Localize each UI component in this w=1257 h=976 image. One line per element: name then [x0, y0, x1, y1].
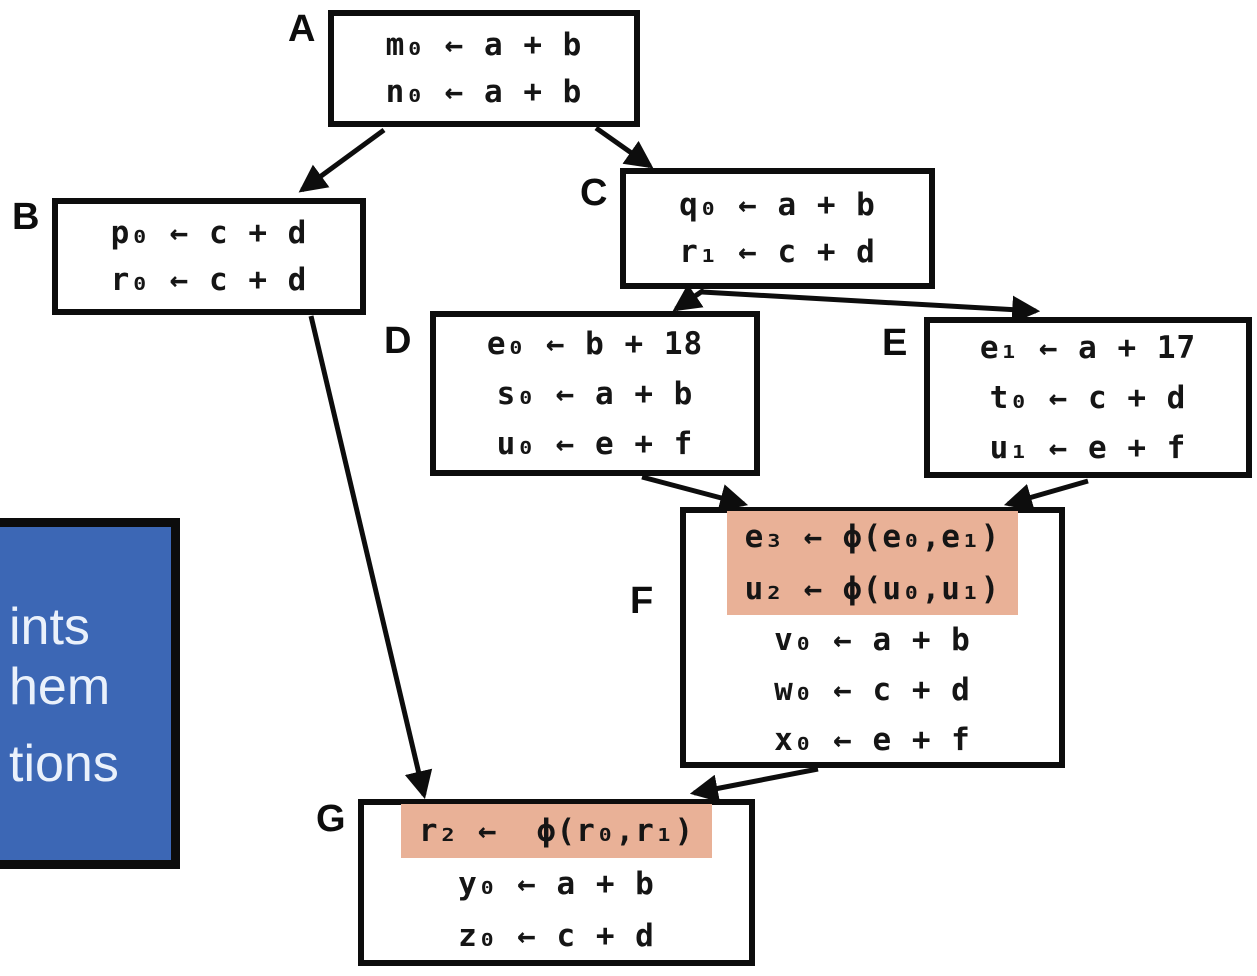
phi-statement: u₂ ← ϕ(u₀,u₁) [726, 562, 1019, 615]
edge-A-B [298, 127, 386, 193]
slide-callout-box: ints hem tions [0, 518, 180, 869]
statement: e₁ ← a + 17 [979, 329, 1197, 366]
statement: x₀ ← e + f [774, 721, 971, 758]
phi-statement: r₂ ← ϕ(r₀,r₁) [400, 803, 713, 858]
phi-statement: e₃ ← ϕ(e₀,e₁) [726, 510, 1019, 563]
node-label-F: F [630, 580, 654, 622]
node-B: p₀ ← c + d r₀ ← c + d [52, 198, 366, 315]
statement: u₁ ← e + f [989, 429, 1187, 466]
node-C: q₀ ← a + b r₁ ← c + d [620, 168, 935, 289]
node-label-E: E [882, 322, 908, 364]
node-label-D: D [384, 320, 412, 362]
node-label-G: G [316, 798, 346, 840]
statement: r₁ ← c + d [679, 233, 876, 270]
callout-text-fragment: ints [9, 598, 90, 656]
statement: w₀ ← c + d [774, 671, 971, 708]
statement: q₀ ← a + b [679, 186, 876, 223]
edge-F-G [689, 766, 819, 803]
node-label-C: C [580, 172, 608, 214]
edge-C-D [672, 284, 706, 312]
node-D: e₀ ← b + 18 s₀ ← a + b u₀ ← e + f [430, 311, 760, 476]
edge-E-F [1003, 478, 1089, 511]
statement: z₀ ← c + d [458, 917, 655, 954]
statement: y₀ ← a + b [458, 865, 655, 902]
statement: s₀ ← a + b [496, 375, 694, 412]
node-A: m₀ ← a + b n₀ ← a + b [328, 10, 640, 127]
statement: u₀ ← e + f [496, 425, 694, 462]
statement: m₀ ← a + b [385, 26, 583, 63]
node-label-B: B [12, 196, 40, 238]
edge-B-G [308, 315, 433, 800]
statement: e₀ ← b + 18 [486, 325, 704, 362]
node-label-A: A [288, 8, 316, 50]
callout-text-fragment: tions [9, 735, 119, 793]
edge-A-C [594, 125, 654, 169]
node-E: e₁ ← a + 17 t₀ ← c + d u₁ ← e + f [924, 317, 1252, 478]
edge-D-F [641, 474, 749, 512]
edge-C-E [701, 289, 1041, 324]
node-G: r₂ ← ϕ(r₀,r₁) y₀ ← a + b z₀ ← c + d [358, 799, 755, 966]
statement: t₀ ← c + d [989, 379, 1187, 416]
statement: v₀ ← a + b [774, 621, 971, 658]
node-F: e₃ ← ϕ(e₀,e₁) u₂ ← ϕ(u₀,u₁) v₀ ← a + b w… [680, 507, 1065, 768]
statement: n₀ ← a + b [385, 73, 583, 110]
statement: p₀ ← c + d [110, 214, 308, 251]
statement: r₀ ← c + d [110, 261, 308, 298]
callout-text-fragment: hem [9, 658, 111, 716]
